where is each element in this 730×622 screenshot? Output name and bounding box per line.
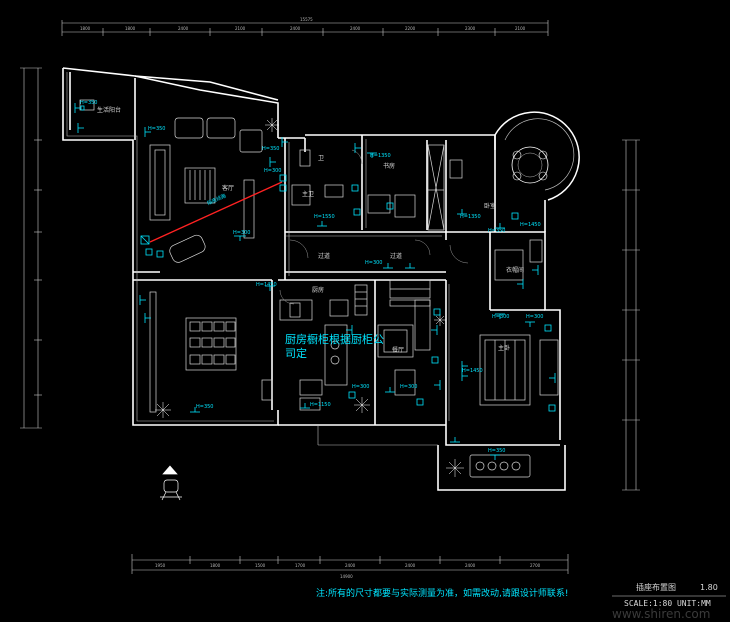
svg-text:H=300: H=300	[233, 230, 251, 236]
svg-text:1950: 1950	[155, 563, 166, 568]
svg-text:H=350: H=350	[488, 448, 506, 454]
svg-text:1700: 1700	[295, 563, 306, 568]
svg-text:14900: 14900	[340, 574, 353, 579]
north-arrow-icon	[160, 465, 182, 501]
svg-text:15575: 15575	[300, 17, 313, 22]
svg-text:H=1550: H=1550	[314, 214, 335, 220]
svg-text:H=300: H=300	[526, 314, 544, 320]
scale-label: SCALE:1:80 UNIT:MM	[624, 599, 711, 608]
svg-text:2700: 2700	[530, 563, 541, 568]
svg-text:2400: 2400	[178, 26, 189, 31]
svg-text:H=350: H=350	[80, 100, 98, 106]
svg-text:H=300: H=300	[492, 314, 510, 320]
svg-text:2400: 2400	[345, 563, 356, 568]
kitchen-note-line2: 司定	[285, 346, 307, 360]
svg-text:H=300: H=300	[400, 384, 418, 390]
room-label-balcony-top: 生活阳台	[97, 106, 121, 114]
socket-symbols	[74, 103, 556, 460]
svg-text:H=1150: H=1150	[310, 402, 331, 408]
svg-text:H=350: H=350	[262, 146, 280, 152]
svg-text:H=1450: H=1450	[462, 368, 483, 374]
svg-text:H=300: H=300	[365, 260, 383, 266]
svg-text:2300: 2300	[465, 26, 476, 31]
svg-text:H=1450: H=1450	[256, 282, 277, 288]
svg-text:2400: 2400	[465, 563, 476, 568]
room-label-bedroom: 卧室	[484, 202, 496, 210]
dimension-text: 15575 1800 1800 2400 2100 2400 2400 2200…	[80, 17, 541, 579]
svg-text:2400: 2400	[405, 563, 416, 568]
svg-text:H=350: H=350	[148, 126, 166, 132]
title-block: 插座布置图 1.80 SCALE:1:80 UNIT:MM	[612, 582, 726, 608]
svg-text:1500: 1500	[255, 563, 266, 568]
room-label-corridor-2: 过道	[390, 252, 402, 260]
page-number: 1.80	[700, 583, 718, 592]
room-label-bath: 卫	[318, 155, 324, 162]
walls	[62, 67, 566, 491]
svg-text:H=300: H=300	[352, 384, 370, 390]
drawing-title: 插座布置图	[636, 582, 676, 592]
room-label-master-bath: 主卫	[302, 190, 314, 198]
svg-text:H=1350: H=1350	[370, 153, 391, 159]
svg-text:H=300: H=300	[264, 168, 282, 174]
room-label-kitchen: 厨房	[312, 286, 324, 294]
socket-wiring-line	[149, 181, 283, 243]
socket-tags: H=350 H=350 H=350 H=300 H=300 H=1450 H=3…	[80, 100, 544, 454]
plants	[155, 118, 464, 477]
socket-wiring-label: 插座线路	[206, 192, 227, 207]
svg-text:H=1350: H=1350	[460, 214, 481, 220]
svg-text:H=350: H=350	[196, 404, 214, 410]
svg-text:2100: 2100	[515, 26, 526, 31]
room-label-living: 客厅	[222, 184, 234, 192]
svg-text:2400: 2400	[290, 26, 301, 31]
svg-text:2400: 2400	[350, 26, 361, 31]
room-label-dining: 餐厅	[392, 346, 404, 354]
room-label-study: 书房	[383, 162, 395, 170]
kitchen-note-line1: 厨房橱柜根据厨柜公	[285, 332, 384, 346]
svg-text:2200: 2200	[405, 26, 416, 31]
round-room	[494, 111, 580, 201]
svg-text:H=1450: H=1450	[520, 222, 541, 228]
svg-text:H=350: H=350	[488, 228, 506, 234]
svg-text:1800: 1800	[210, 563, 221, 568]
furniture	[79, 99, 559, 478]
door-swings	[279, 149, 469, 305]
svg-text:1800: 1800	[80, 26, 91, 31]
footer-note: 注:所有的尺寸都要与实际测量为准，如需改动,请跟设计师联系!	[316, 587, 569, 599]
room-label-corridor: 过道	[318, 252, 330, 260]
room-labels: 生活阳台 客厅 卫 主卫 书房 卧室 过道 过道 厨房 餐厅 衣帽间 主卧	[97, 106, 524, 354]
dimension-lines	[20, 20, 640, 574]
svg-text:2100: 2100	[235, 26, 246, 31]
svg-text:1800: 1800	[125, 26, 136, 31]
watermark: www.shiren.com	[612, 607, 710, 621]
room-label-master-bed: 主卧	[498, 344, 510, 352]
inner-wall-lines	[66, 72, 450, 446]
room-label-cloak: 衣帽间	[506, 266, 524, 274]
